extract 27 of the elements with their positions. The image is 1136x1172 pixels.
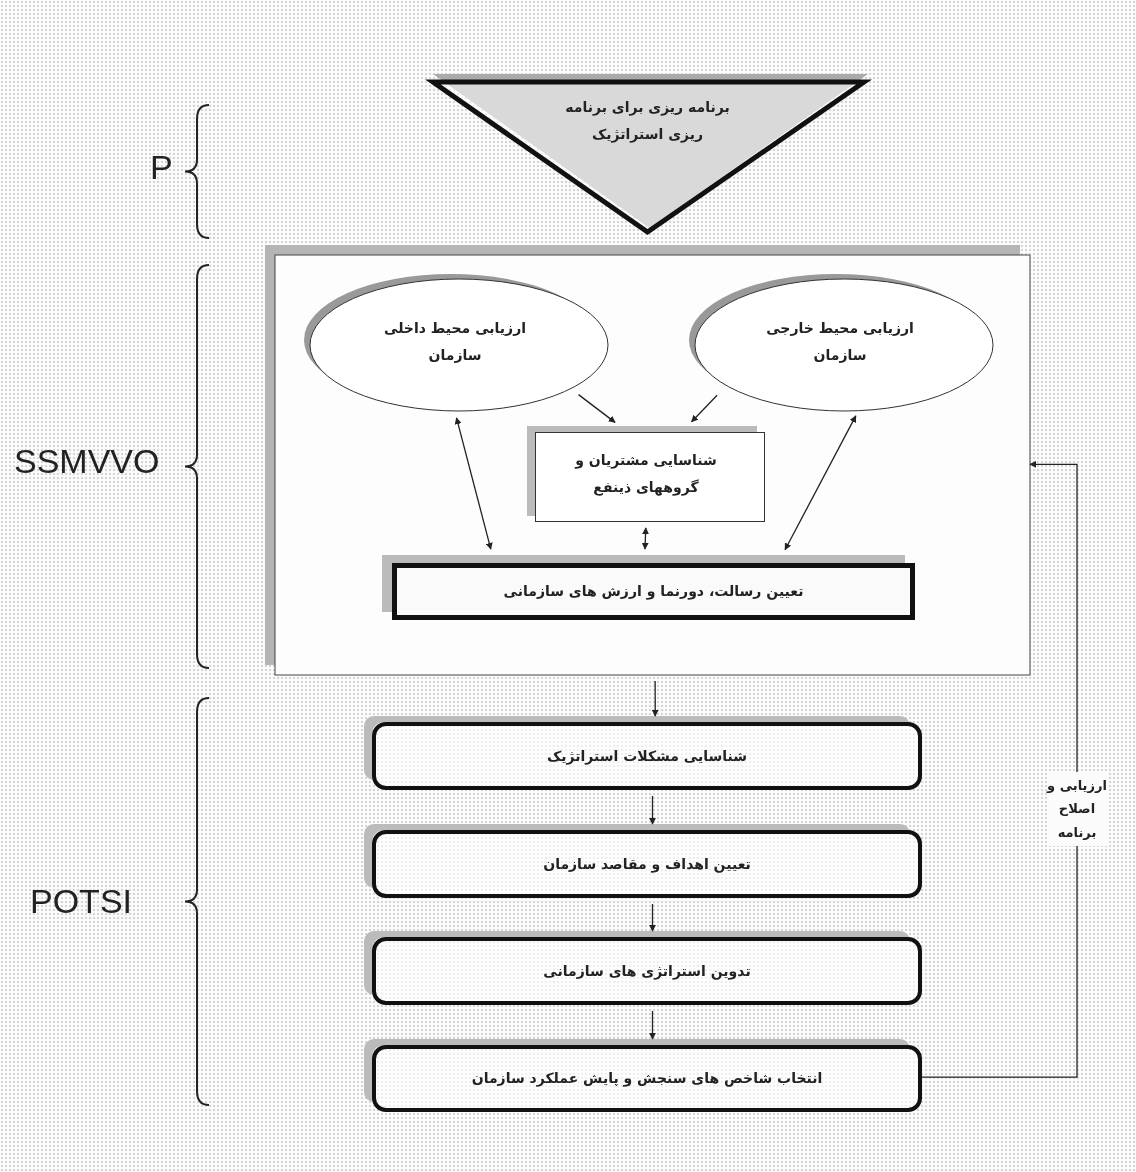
arrow [649, 1010, 656, 1040]
arrow [784, 415, 857, 551]
node-text: انتخاب شاخص های سنجش و پایش عملکرد سازمان [471, 1069, 823, 1089]
node-text: ارزیابی محیط داخلی سازمان [383, 319, 527, 365]
process-box [527, 426, 765, 522]
arrow [577, 394, 616, 423]
node-text: شناسایی مشتریان و گروههای ذینفع [573, 451, 718, 498]
arrow [921, 460, 1078, 1078]
arrow [454, 417, 493, 550]
arrow [651, 680, 659, 717]
arrow [641, 527, 650, 550]
node-text: برنامه ریزی برای برنامه ریزی استراتژیک [564, 98, 731, 145]
section-label: SSMVVO [14, 442, 160, 481]
container-box [265, 245, 1030, 675]
node-text: تدوین استراتژی های سازمانی [543, 961, 751, 982]
node-text: ارزیابی محیط خارجی سازمان [765, 319, 915, 365]
mission-box [382, 555, 915, 620]
arrow [649, 795, 656, 825]
node-text: تعیین رسالت، دورنما و ارزش های سازمانی [503, 582, 804, 602]
arrow [690, 394, 718, 423]
node-text: شناسایی مشکلات استراتژیک [547, 746, 748, 767]
node-text: تعیین اهداف و مقاصد سازمان [543, 854, 751, 875]
section-label: P [150, 148, 173, 187]
arrow [649, 903, 656, 932]
triangle-node [425, 74, 870, 234]
edge-label: ارزیابی و اصلاح برنامه [1047, 772, 1107, 847]
section-label: POTSI [30, 882, 133, 921]
